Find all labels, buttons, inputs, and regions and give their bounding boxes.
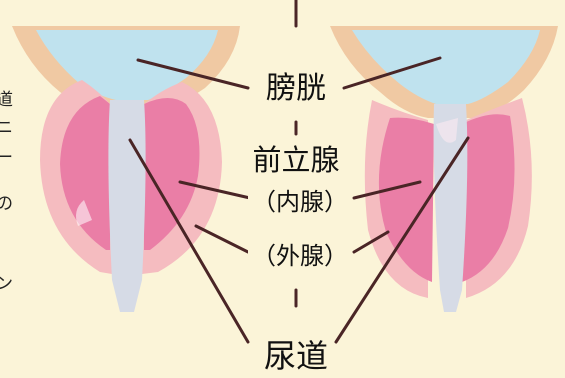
edge-text-1: 道 (0, 92, 13, 109)
label-inner-gland: （内腺） (248, 190, 352, 214)
edge-text-6: ン (0, 276, 13, 293)
edge-text-3: ー (0, 150, 13, 167)
label-outer-gland: （外腺） (248, 244, 352, 268)
edge-text-2: ニ (0, 120, 13, 137)
label-prostate: 前立腺 (248, 146, 343, 175)
label-urethra: 尿道 (260, 340, 332, 372)
urethra-left (108, 100, 145, 312)
label-bladder: 膀胱 (262, 74, 330, 104)
edge-text-7: 。 (0, 350, 11, 367)
leader-outer-left (196, 226, 248, 252)
enlarged-prostate (330, 26, 558, 312)
edge-text-5: 。 (0, 246, 11, 263)
edge-text-4: の (0, 196, 13, 213)
